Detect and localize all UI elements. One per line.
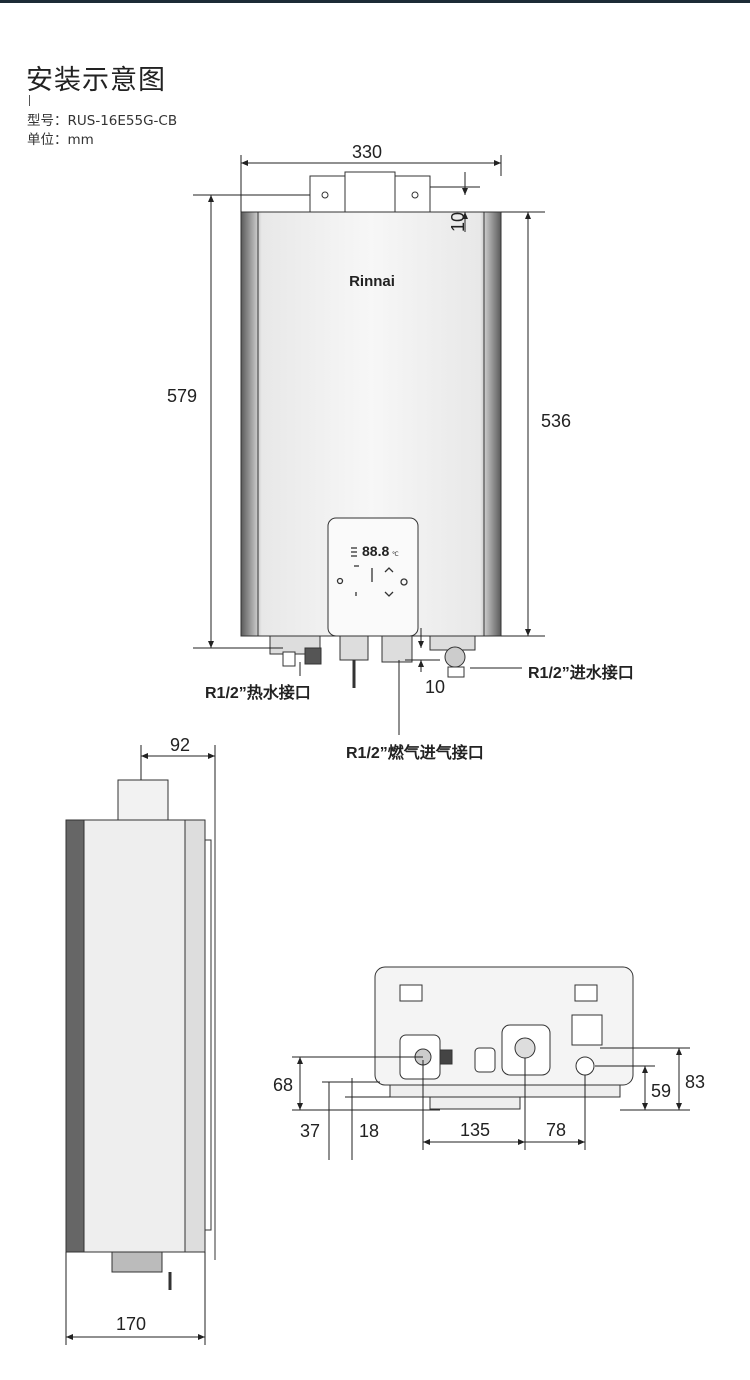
dim-flue-offset: 92	[170, 735, 190, 755]
brand-logo: Rinnai	[349, 273, 395, 290]
mode-icon	[336, 577, 344, 585]
dim-18: 18	[359, 1121, 379, 1141]
bottom-dimensions	[292, 1047, 690, 1160]
model-number: 型号：RUS-16E55G-CB	[27, 113, 178, 129]
divider	[29, 95, 30, 106]
power-icon	[400, 578, 408, 586]
side-view	[65, 779, 216, 1290]
side-body	[65, 819, 206, 1253]
top-bar	[0, 0, 750, 3]
dim-78: 78	[546, 1120, 566, 1140]
display-readout: 88.8	[362, 543, 389, 559]
page-title: 安装示意图	[26, 65, 166, 96]
side-flue	[117, 779, 169, 821]
side-dimensions	[65, 745, 216, 1345]
control-panel	[327, 517, 419, 637]
dim-depth: 170	[116, 1314, 146, 1334]
panel-buttons	[336, 547, 408, 597]
dim-width: 330	[352, 142, 382, 162]
dim-83: 83	[685, 1072, 705, 1092]
bottom-view	[374, 966, 634, 1110]
front-view	[240, 171, 502, 688]
dim-37: 37	[300, 1121, 320, 1141]
unit-label: 单位：mm	[27, 132, 94, 148]
dim-135: 135	[460, 1120, 490, 1140]
dim-height-body: 536	[541, 411, 571, 431]
dim-bottom-offset: 10	[425, 677, 445, 697]
up-icon	[384, 567, 394, 573]
front-dimensions	[193, 155, 545, 735]
display-unit: ℃	[392, 552, 399, 558]
flue-outlet	[344, 171, 396, 213]
dim-top-offset: 10	[448, 212, 468, 232]
water-inlet-port	[571, 1014, 603, 1046]
dim-height-total: 579	[167, 386, 197, 406]
dim-68: 68	[273, 1075, 293, 1095]
down-icon	[384, 591, 394, 597]
label-gas-inlet: R1/2”燃气进气接口	[346, 743, 484, 762]
label-hot-water: R1/2”热水接口	[205, 683, 311, 702]
label-water-inlet: R1/2”进水接口	[528, 663, 634, 682]
dim-59: 59	[651, 1081, 671, 1101]
